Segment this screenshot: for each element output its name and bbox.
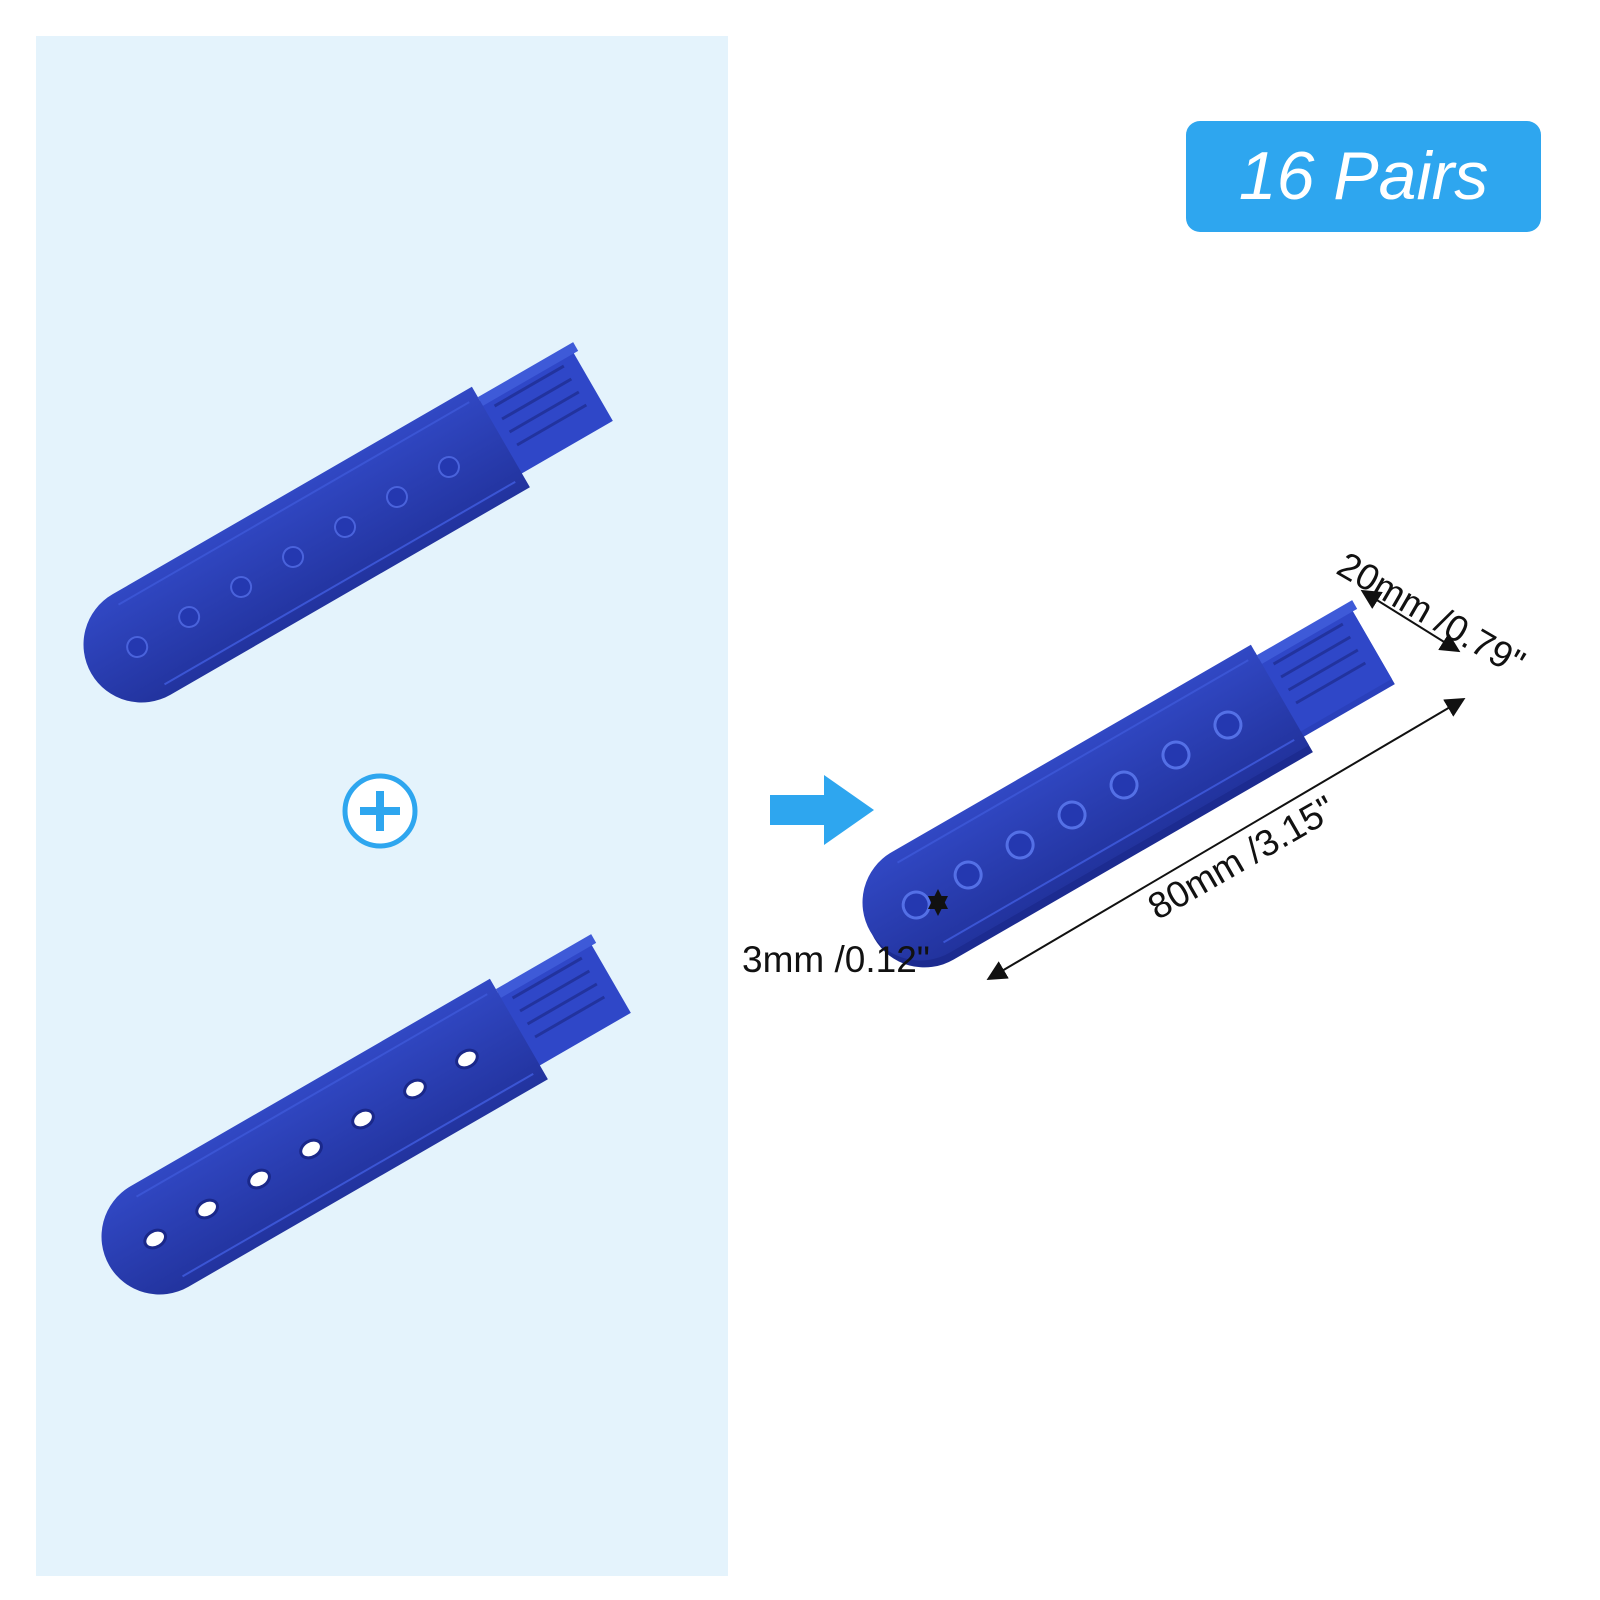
- plus-circle-icon: [342, 773, 418, 849]
- arrow-right-icon: [770, 775, 874, 845]
- pairs-badge: 16 Pairs: [1186, 121, 1541, 232]
- length-dimension-line: [986, 697, 1466, 981]
- width-dimension-line: [1360, 589, 1461, 653]
- thickness-label: 3mm /0.12": [742, 939, 930, 980]
